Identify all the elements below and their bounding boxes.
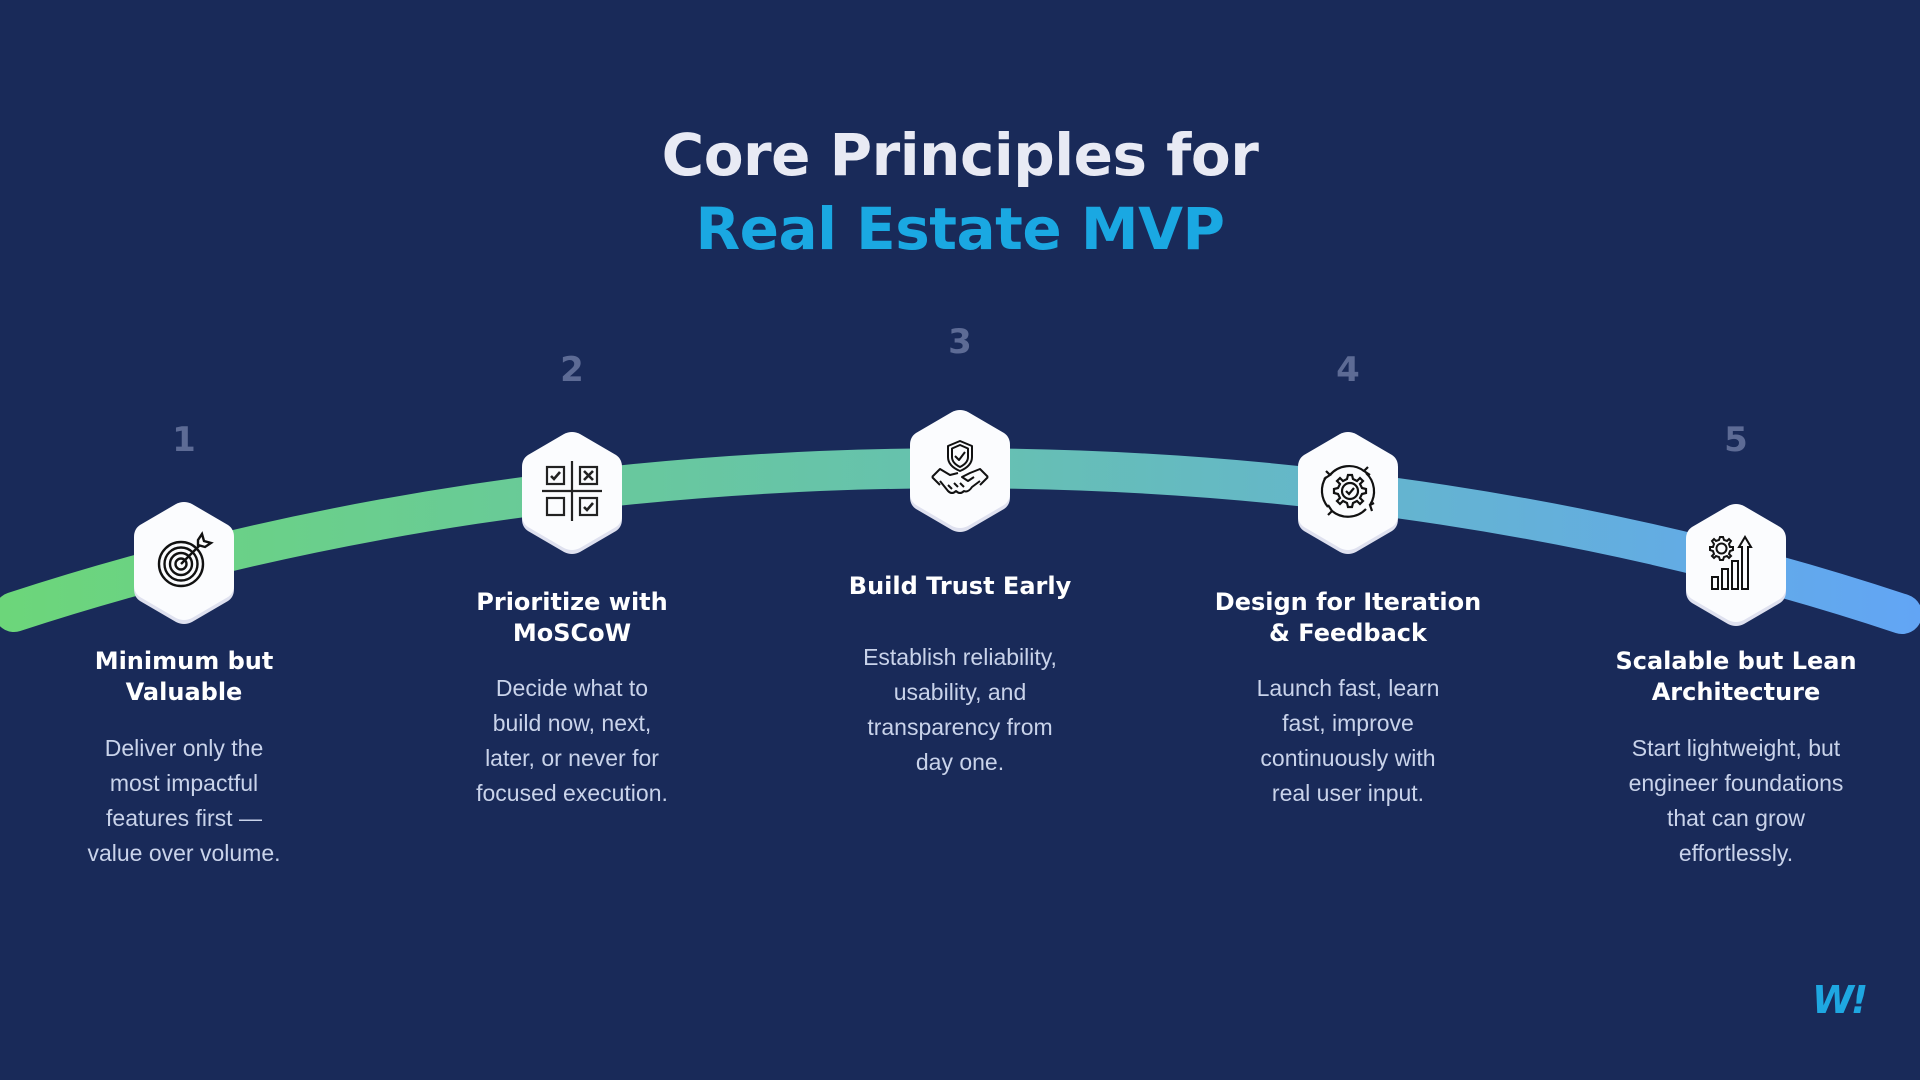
step-description: Establish reliability, usability, and tr… [863,644,1057,775]
step-hexagon [520,430,624,554]
step-title: Prioritize with MoSCoW [476,588,668,647]
trust-handshake-shield-icon [931,440,989,494]
step-number: 4 [1336,350,1360,390]
step-hexagon [132,500,236,624]
step-description: Deliver only the most impactful features… [87,735,281,866]
scalable-growth-chart-icon [1709,535,1753,590]
brand-logo: W! [1812,978,1868,1022]
step-hexagon [908,408,1012,532]
page-title: Core Principles for Real Estate MVP [0,118,1920,266]
step-number: 1 [172,420,196,460]
step-title: Build Trust Early [848,572,1072,600]
iteration-gear-cycle-icon [1320,465,1376,518]
title-line-1: Core Principles for [661,121,1259,189]
step-hexagon [1296,430,1400,554]
step-description: Start lightweight, but engineer foundati… [1628,735,1844,866]
target-icon [157,531,214,588]
step-title: Minimum but Valuable [94,647,274,706]
step-description: Launch fast, learn fast, improve continu… [1256,675,1440,806]
step-number: 5 [1724,420,1748,460]
step-number: 2 [560,350,584,390]
moscow-matrix-icon [542,461,602,521]
title-line-2: Real Estate MVP [695,195,1225,263]
step-number: 3 [948,322,972,362]
step-description: Decide what to build now, next, later, o… [476,675,668,806]
step-title: Scalable but Lean Architecture [1615,647,1857,706]
step-title: Design for Iteration & Feedback [1214,588,1482,647]
step-hexagon [1684,502,1788,626]
